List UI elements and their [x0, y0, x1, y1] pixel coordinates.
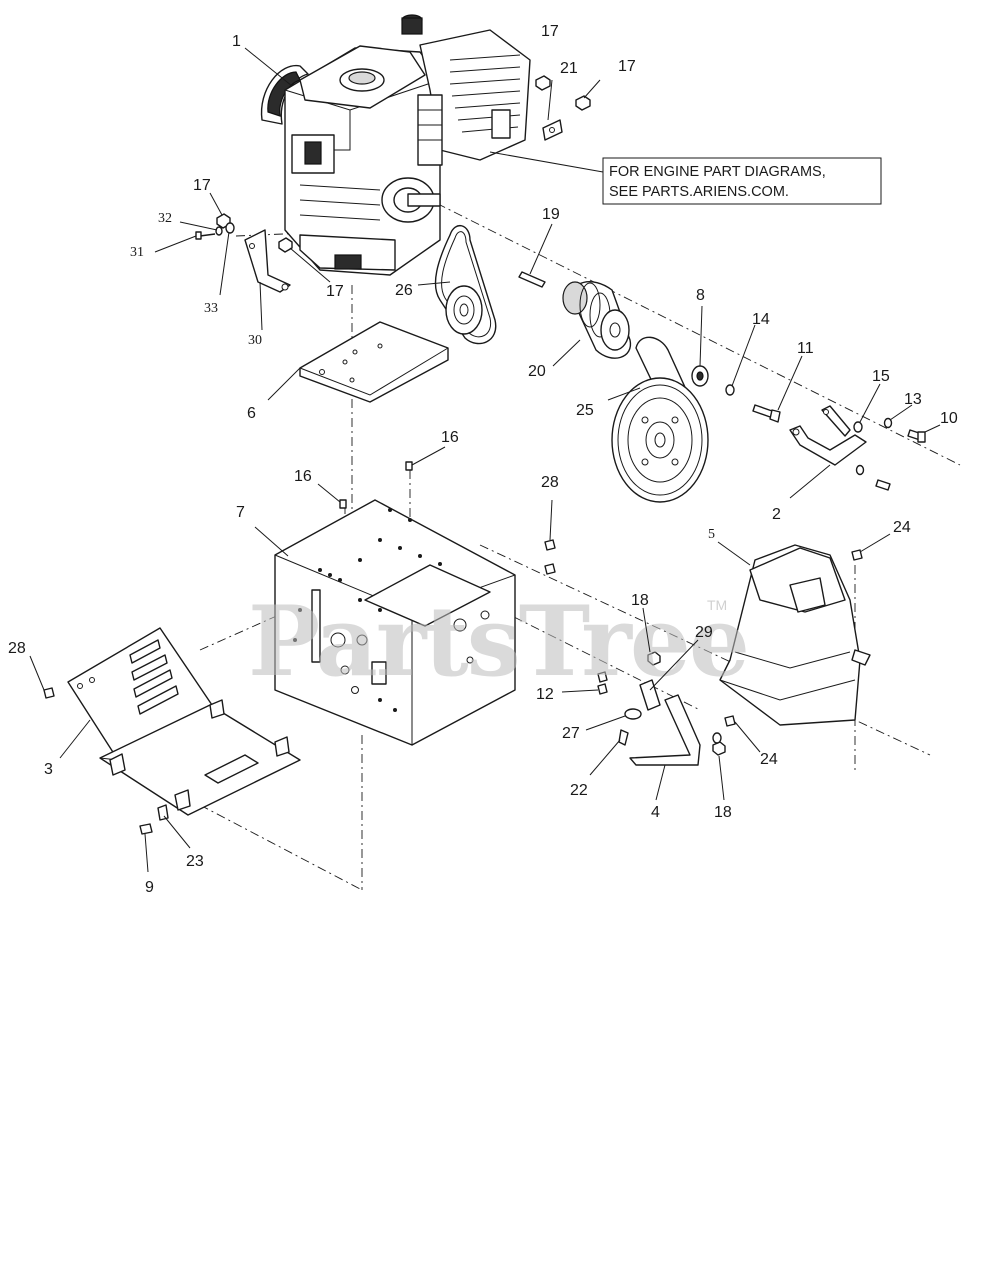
part-4-bracket — [629, 694, 701, 766]
part-27-knob — [624, 708, 642, 720]
part-11-bolt — [752, 404, 781, 423]
part-17-nut-mid — [278, 237, 293, 253]
part-33-spacer — [225, 222, 235, 234]
part-21-bracket — [542, 119, 563, 141]
callout-19: 19 — [542, 206, 560, 223]
part-29-latch — [639, 679, 661, 711]
part-16-screw-left — [339, 499, 347, 509]
callout-17-c: 17 — [193, 177, 211, 194]
callout-3: 3 — [44, 761, 53, 778]
part-24-screw-bottom — [724, 715, 736, 727]
part-26-belt — [434, 225, 497, 345]
callout-21: 21 — [560, 60, 578, 77]
part-2-idler-arm — [789, 405, 867, 466]
part-30-bracket — [244, 229, 291, 293]
callout-10: 10 — [940, 410, 958, 427]
watermark-text: PartsTree — [248, 585, 748, 698]
part-24-washer-small — [712, 732, 722, 744]
part-28-screw-left — [43, 687, 55, 699]
callout-17-a: 17 — [541, 23, 559, 40]
part-17-nut-top-right — [575, 95, 591, 111]
callout-28-b: 28 — [8, 640, 26, 657]
callout-22: 22 — [570, 782, 588, 799]
callout-28-a: 28 — [541, 474, 559, 491]
callout-5: 5 — [708, 527, 715, 542]
callout-18-a: 18 — [631, 592, 649, 609]
engine-note-line-2: SEE PARTS.ARIENS.COM. — [609, 184, 789, 200]
callout-6: 6 — [247, 405, 256, 422]
part-10-bolt — [907, 429, 926, 443]
part-13-washer — [883, 417, 893, 429]
callout-1: 1 — [232, 33, 241, 50]
callout-20: 20 — [528, 363, 546, 380]
callout-23: 23 — [186, 853, 204, 870]
part-14-washer — [725, 384, 735, 396]
callout-4: 4 — [651, 804, 660, 821]
part-6-plate — [299, 321, 449, 403]
part-18-nut-bottom — [712, 741, 726, 756]
part-17-nut-top-left — [535, 75, 551, 91]
part-8-spacer — [691, 365, 709, 387]
part-23-clip — [157, 804, 169, 821]
part-15-washer — [853, 421, 863, 433]
idler-arm-small-washer — [855, 464, 865, 476]
part-28-screw-right — [544, 539, 556, 575]
callout-12: 12 — [536, 686, 554, 703]
part-12-bolt — [597, 671, 608, 695]
callout-24-a: 24 — [893, 519, 911, 536]
callout-15: 15 — [872, 368, 890, 385]
callout-26: 26 — [395, 282, 413, 299]
callout-32: 32 — [158, 211, 172, 226]
callout-7: 7 — [236, 504, 245, 521]
callout-24-b: 24 — [760, 751, 778, 768]
callout-17-d: 17 — [326, 283, 344, 300]
callout-27: 27 — [562, 725, 580, 742]
callout-leader-lines — [29, 47, 941, 873]
part-7-main-frame — [274, 499, 516, 746]
callout-18-b: 18 — [714, 804, 732, 821]
part-3-foot-plate — [67, 627, 301, 816]
callout-31: 31 — [130, 245, 144, 260]
part-19-key — [518, 271, 546, 288]
part-18-nut-top — [647, 651, 661, 666]
part-25-large-pulley — [611, 336, 709, 503]
part-5-belt-cover — [719, 544, 871, 726]
part-20-pulley — [562, 281, 632, 359]
idler-arm-small-bolt — [875, 479, 891, 491]
callout-13: 13 — [904, 391, 922, 408]
engine-note-box: FOR ENGINE PART DIAGRAMS, SEE PARTS.ARIE… — [489, 151, 882, 205]
engine-assembly — [260, 14, 531, 276]
callout-9: 9 — [145, 879, 154, 896]
part-32-washer — [215, 226, 223, 236]
parts-tree-watermark: PartsTree TM — [248, 585, 750, 698]
part-24-screw-top — [851, 549, 863, 561]
callout-2: 2 — [772, 506, 781, 523]
callout-16-a: 16 — [441, 429, 459, 446]
callout-8: 8 — [696, 287, 705, 304]
callout-numbers: 1 17 21 17 17 32 31 33 30 17 26 19 20 8 … — [8, 23, 958, 896]
callout-33: 33 — [204, 301, 218, 316]
callout-14: 14 — [752, 311, 770, 328]
part-31-screw — [195, 231, 216, 240]
callout-25: 25 — [576, 402, 594, 419]
watermark-tm: TM — [707, 597, 727, 613]
callout-29: 29 — [695, 624, 713, 641]
callout-17-b: 17 — [618, 58, 636, 75]
part-16-screw-right — [405, 461, 413, 471]
callout-11: 11 — [797, 340, 814, 357]
engine-note-line-1: FOR ENGINE PART DIAGRAMS, — [609, 164, 826, 180]
callout-16-b: 16 — [294, 468, 312, 485]
part-22-bolt — [618, 729, 629, 746]
callout-30: 30 — [248, 333, 262, 348]
part-9-screw — [139, 823, 153, 835]
